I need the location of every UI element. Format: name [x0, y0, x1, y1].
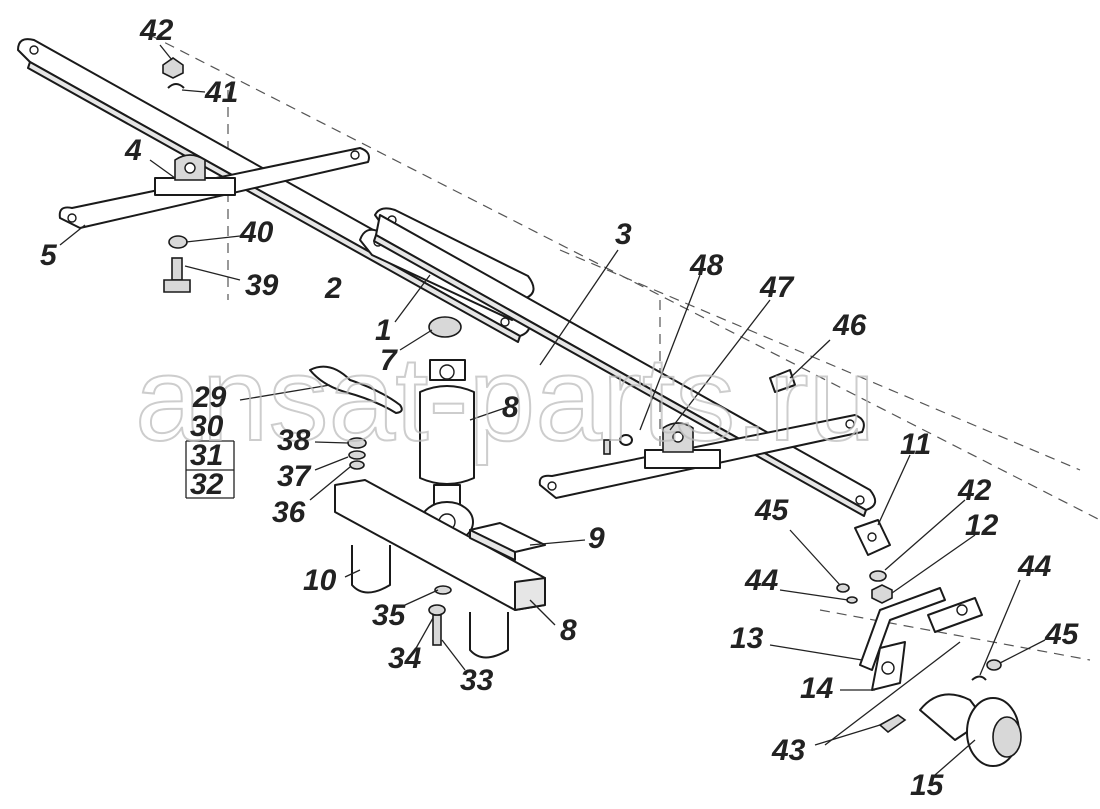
callout-3: 3: [615, 218, 632, 251]
washers-and-link: [309, 365, 403, 470]
callout-11: 11: [900, 428, 931, 461]
grouped-label-box: [185, 440, 235, 499]
callout-14: 14: [800, 672, 834, 705]
callout-44-left: 44: [744, 564, 779, 597]
callout-37: 37: [277, 460, 312, 493]
callout-42-right: 42: [957, 474, 992, 507]
left-cross-bracket: [58, 147, 370, 229]
callout-44-right: 44: [1017, 550, 1052, 583]
callout-13: 13: [730, 622, 764, 655]
callout-2: 2: [324, 272, 342, 305]
callout-31: 31: [190, 439, 223, 472]
watermark-text: ansat-parts.ru: [135, 332, 875, 466]
callout-46: 46: [832, 309, 867, 342]
u-bolts: [351, 545, 509, 659]
callout-42-top: 42: [139, 14, 174, 47]
callout-29: 29: [192, 381, 227, 414]
callout-numbers: 42 41 4 5 40 39 2 1 7 3 48 47 46 29 30 3…: [40, 14, 1080, 802]
callout-39: 39: [245, 269, 279, 302]
callout-40: 40: [239, 216, 274, 249]
callout-45-left: 45: [754, 494, 790, 527]
callout-34: 34: [388, 642, 422, 675]
callout-15: 15: [910, 769, 945, 802]
callout-35: 35: [372, 599, 407, 632]
callout-48: 48: [689, 249, 724, 282]
callout-32: 32: [190, 468, 224, 501]
callout-8-beam: 8: [560, 614, 577, 647]
callout-8-shock: 8: [502, 391, 519, 424]
callout-33: 33: [460, 664, 494, 697]
callout-12: 12: [965, 509, 999, 542]
callout-5: 5: [40, 239, 58, 272]
callout-30: 30: [190, 410, 224, 443]
callout-4: 4: [124, 134, 142, 167]
callout-9: 9: [588, 522, 605, 555]
callout-41: 41: [204, 76, 238, 109]
callout-36: 36: [272, 496, 306, 529]
callout-10: 10: [303, 564, 337, 597]
fasteners-left: [162, 57, 191, 293]
callout-7: 7: [380, 344, 398, 377]
callout-47: 47: [759, 271, 795, 304]
callout-1: 1: [375, 314, 392, 347]
axle-beam: [334, 479, 546, 611]
bumper-bracket-assembly: [836, 519, 1022, 767]
callout-43: 43: [771, 734, 806, 767]
fasteners-right: [603, 369, 796, 455]
shock-absorber: [419, 316, 475, 543]
callout-45-right: 45: [1044, 618, 1080, 651]
callout-38: 38: [277, 424, 311, 457]
leader-lines: [59, 44, 1046, 776]
